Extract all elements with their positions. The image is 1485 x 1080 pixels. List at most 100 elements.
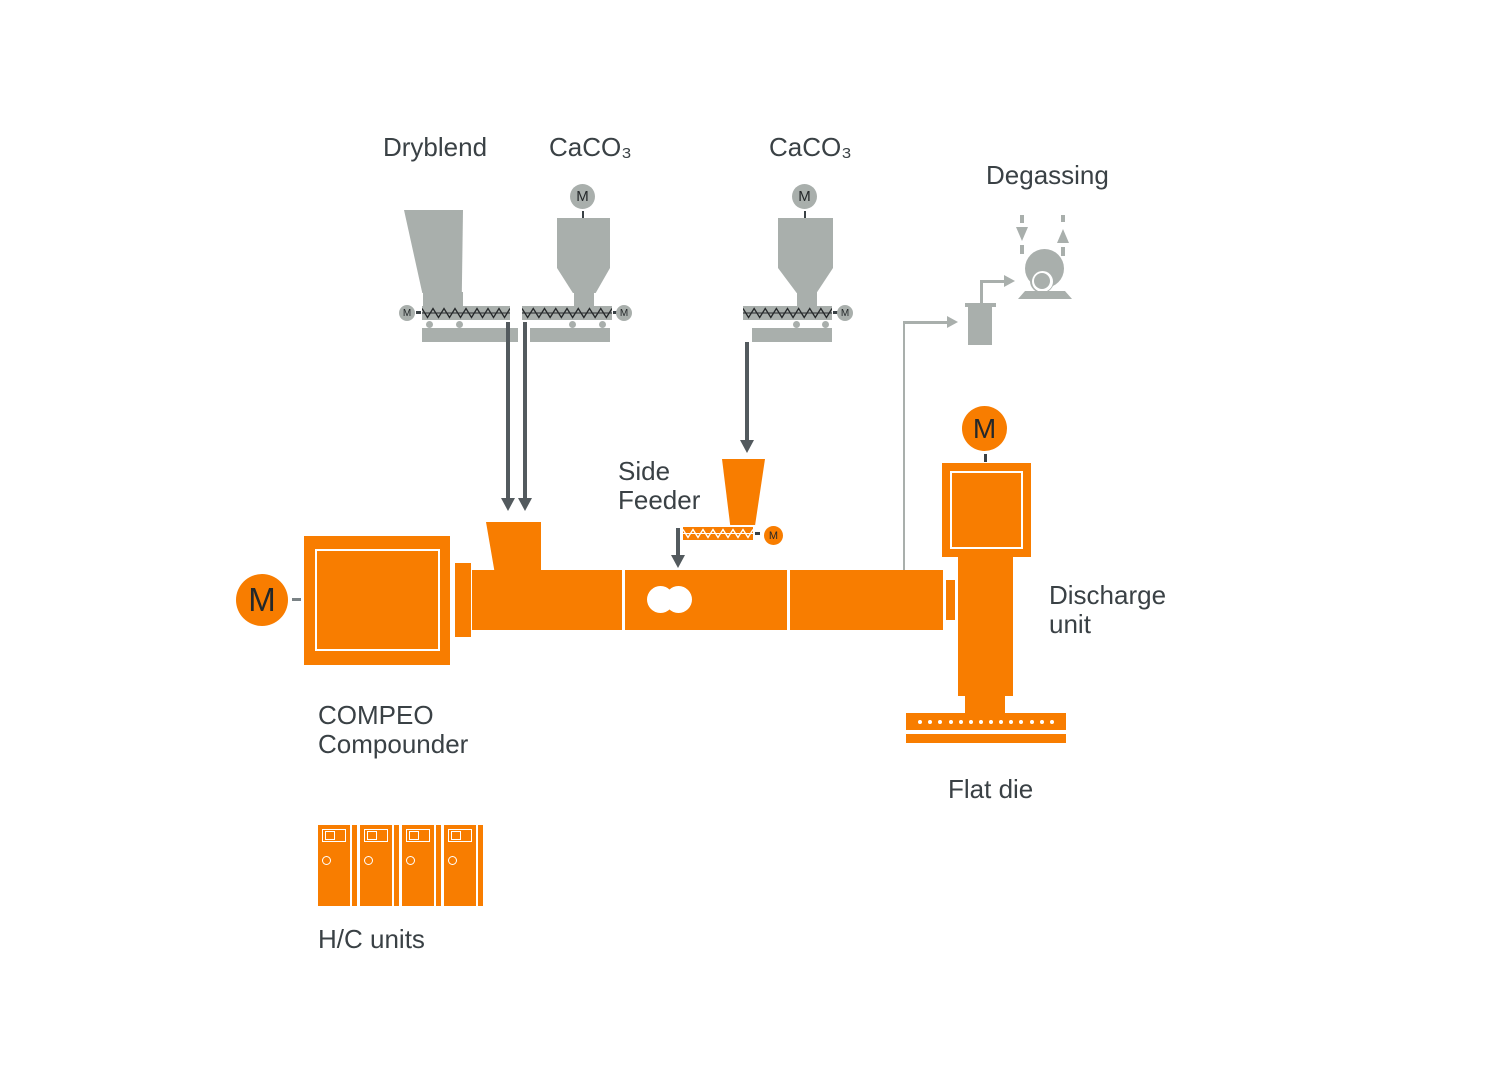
dryblend-screw-motor-icon: M: [399, 305, 415, 321]
die-hole-dot: [938, 719, 943, 724]
compounder-coupling: [455, 563, 471, 637]
feeder-wheel-icon: [425, 321, 433, 328]
screw-zigzag-icon: [743, 307, 832, 319]
flat-die-lip: [906, 734, 1066, 743]
motor-stem-dash: [984, 454, 987, 462]
die-hole-dot: [948, 719, 953, 724]
hc-cabinet-knob-icon: [322, 856, 331, 865]
motor-shaft-dash: [416, 311, 421, 314]
screw-zigzag-icon: [522, 307, 612, 319]
discharge-gearbox: [942, 463, 1031, 557]
vapor-flow-dash: [1020, 245, 1024, 254]
hc-unit-cabinet: [360, 825, 399, 906]
label-caco3-second: CaCO₃: [769, 132, 852, 162]
die-hole-dot: [1029, 719, 1034, 724]
hc-cabinet-display-panel: [448, 829, 472, 842]
die-hole-dot: [918, 719, 923, 724]
label-side-feeder: Side Feeder: [618, 456, 701, 515]
main-motor-shaft-dash: [292, 598, 301, 601]
die-hole-dot: [999, 719, 1004, 724]
discharge-gearbox-frame-line: [950, 471, 1023, 549]
feeder-wheel-icon: [568, 321, 576, 328]
vapor-flow-dash: [1061, 215, 1065, 222]
caco3-to-sidefeeder-arrowhead-icon: [740, 440, 754, 453]
caco3-second-top-motor-icon: M: [792, 184, 817, 209]
hc-cabinet-knob-icon: [364, 856, 373, 865]
motor-shaft-dash: [755, 532, 760, 535]
die-hole-dot: [958, 719, 963, 724]
hc-cabinet-display-panel: [364, 829, 388, 842]
motor-stem-dash: [803, 211, 806, 218]
caco3-second-screw-motor-icon: M: [837, 305, 853, 321]
hc-cabinet-knob-icon: [448, 856, 457, 865]
caco3-first-screw-feeder: [522, 306, 612, 320]
caco3-second-screw-feeder: [743, 306, 832, 320]
barrel-segment-1: [472, 570, 622, 630]
vacuum-pump-port-core-icon: [1034, 273, 1050, 289]
sidefeeder-to-barrel-arrow: [675, 528, 680, 555]
die-hole-dot: [928, 719, 933, 724]
feeder-wheel-icon: [821, 321, 829, 328]
label-flat-die: Flat die: [948, 774, 1034, 804]
motor-shaft-dash: [833, 311, 838, 314]
trap-to-pump-arrowhead-icon: [1004, 275, 1015, 287]
feeder-wheel-icon: [792, 321, 800, 328]
hc-cabinet-knob-icon: [406, 856, 415, 865]
hc-units-group: [318, 825, 488, 906]
side-feeder-screw: [683, 527, 753, 540]
label-degassing: Degassing: [986, 160, 1109, 190]
die-hole-dot: [968, 719, 973, 724]
condensate-trap-lid: [965, 303, 996, 307]
motor-shaft-dash: [613, 311, 618, 314]
sidefeeder-to-barrel-arrowhead-icon: [670, 555, 685, 568]
trap-to-pump-pipe-horizontal: [980, 280, 1005, 283]
label-hc-units: H/C units: [318, 924, 425, 954]
hc-cabinet-side-strip: [435, 825, 441, 906]
hc-unit-cabinet: [444, 825, 483, 906]
caco3-first-screw-motor-icon: M: [616, 305, 632, 321]
die-hole-dot: [1049, 719, 1054, 724]
degassing-pipe-arrowhead-icon: [947, 316, 958, 328]
discharge-motor-icon: M: [962, 406, 1007, 451]
caco3-second-feeder-base: [752, 328, 832, 342]
caco3-first-hopper-body: [557, 218, 610, 268]
caco3-feed-arrowhead-icon: [517, 498, 532, 511]
trap-to-pump-pipe-vertical: [980, 282, 983, 303]
degassing-pipe-horizontal: [902, 321, 948, 324]
caco3-first-hopper-neck: [574, 292, 594, 307]
label-caco3-first: CaCO₃: [549, 132, 632, 162]
motor-stem-dash: [581, 211, 584, 218]
barrel-inlet-hopper: [486, 522, 541, 570]
caco3-second-hopper-body: [778, 218, 833, 268]
vapor-down-arrowhead-icon: [1016, 227, 1028, 241]
barrel-segment-3: [790, 570, 943, 630]
discharge-column: [958, 557, 1013, 696]
feeder-wheel-icon: [598, 321, 606, 328]
die-hole-dot: [1009, 719, 1014, 724]
condensate-trap: [968, 307, 992, 345]
feeder-wheel-icon: [455, 321, 463, 328]
label-dryblend: Dryblend: [383, 132, 488, 162]
hc-cabinet-display-window: [450, 831, 461, 840]
caco3-first-hopper-funnel: [557, 268, 610, 293]
caco3-second-hopper-neck: [797, 292, 817, 307]
screw-zigzag-icon: [422, 307, 510, 319]
twin-screw-bore-icon: [665, 586, 692, 613]
screw-zigzag-icon: [683, 528, 753, 539]
hc-cabinet-side-strip: [393, 825, 399, 906]
dryblend-hopper: [404, 210, 463, 293]
side-feeder-motor-icon: M: [764, 526, 783, 545]
side-feeder-hopper: [722, 459, 765, 525]
caco3-to-sidefeeder-arrow: [745, 342, 749, 440]
hc-cabinet-side-strip: [477, 825, 483, 906]
vapor-flow-dash: [1020, 215, 1024, 223]
hc-cabinet-display-window: [366, 831, 377, 840]
die-hole-dot: [989, 719, 993, 724]
dryblend-hopper-neck: [423, 292, 463, 307]
hc-unit-cabinet: [318, 825, 357, 906]
die-hole-dot: [1019, 719, 1024, 724]
die-hole-dot: [978, 719, 983, 724]
gearbox-frame-line: [315, 549, 440, 651]
dryblend-feed-arrowhead-icon: [500, 498, 515, 511]
